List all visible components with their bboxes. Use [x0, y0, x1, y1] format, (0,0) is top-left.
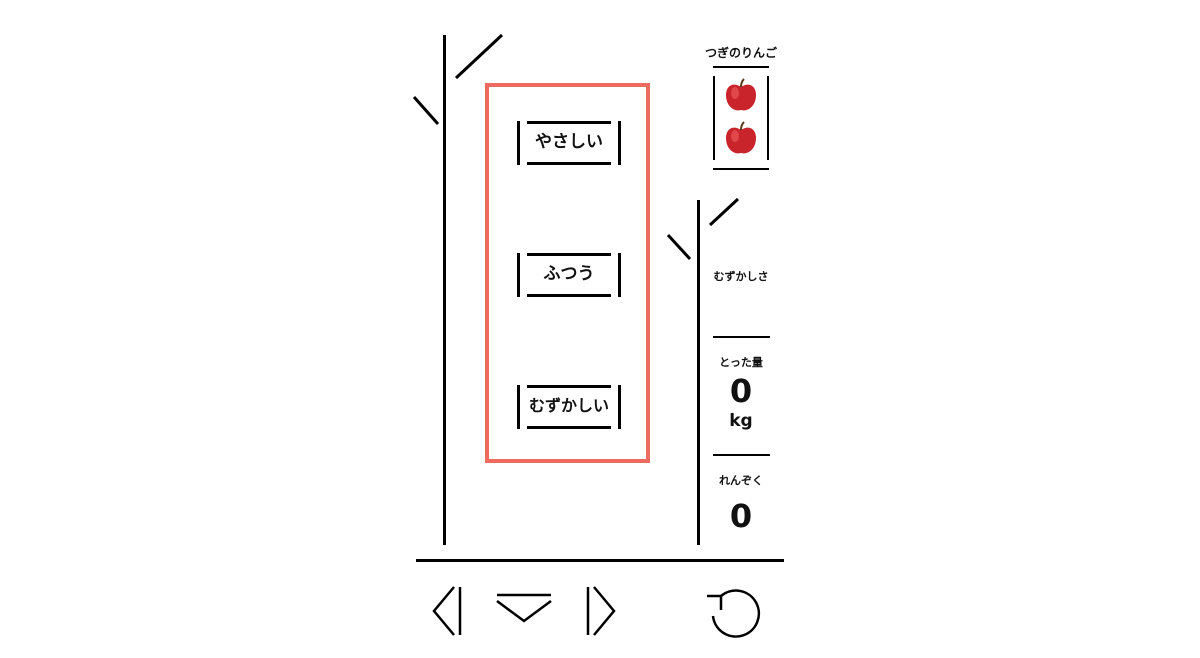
apple-icon [726, 121, 756, 154]
tree-trunk-right [697, 200, 700, 545]
amount-stat-unit: kg [729, 411, 753, 431]
rotate-icon[interactable] [703, 582, 765, 638]
left-triangle-icon[interactable] [430, 585, 466, 637]
down-triangle-icon[interactable] [495, 591, 553, 625]
ground-line [416, 559, 784, 562]
stats-divider [713, 336, 770, 338]
difficulty-stat-label: むずかしさ [713, 270, 769, 283]
hard-button[interactable]: むずかしい [517, 385, 621, 429]
apple-icon [726, 78, 756, 111]
next-apples-label: つぎのりんご [704, 46, 777, 60]
normal-button[interactable]: ふつう [517, 253, 621, 297]
tree-branches-right [666, 197, 740, 261]
hard-button-label: むずかしい [528, 396, 609, 415]
amount-stat-value: 0 [729, 372, 753, 410]
stats-divider [713, 454, 770, 456]
tree-branches-left [412, 33, 504, 125]
next-apples-box [713, 66, 769, 170]
easy-button[interactable]: やさしい [517, 121, 621, 165]
easy-button-label: やさしい [535, 132, 603, 152]
difficulty-menu-panel [485, 83, 650, 463]
streak-stat-label: れんぞく [719, 474, 763, 487]
tree-trunk-left [443, 35, 446, 545]
streak-stat-value: 0 [729, 497, 753, 535]
normal-button-label: ふつう [543, 264, 595, 284]
right-triangle-icon[interactable] [582, 585, 618, 637]
amount-stat-label: とった量 [719, 356, 763, 369]
